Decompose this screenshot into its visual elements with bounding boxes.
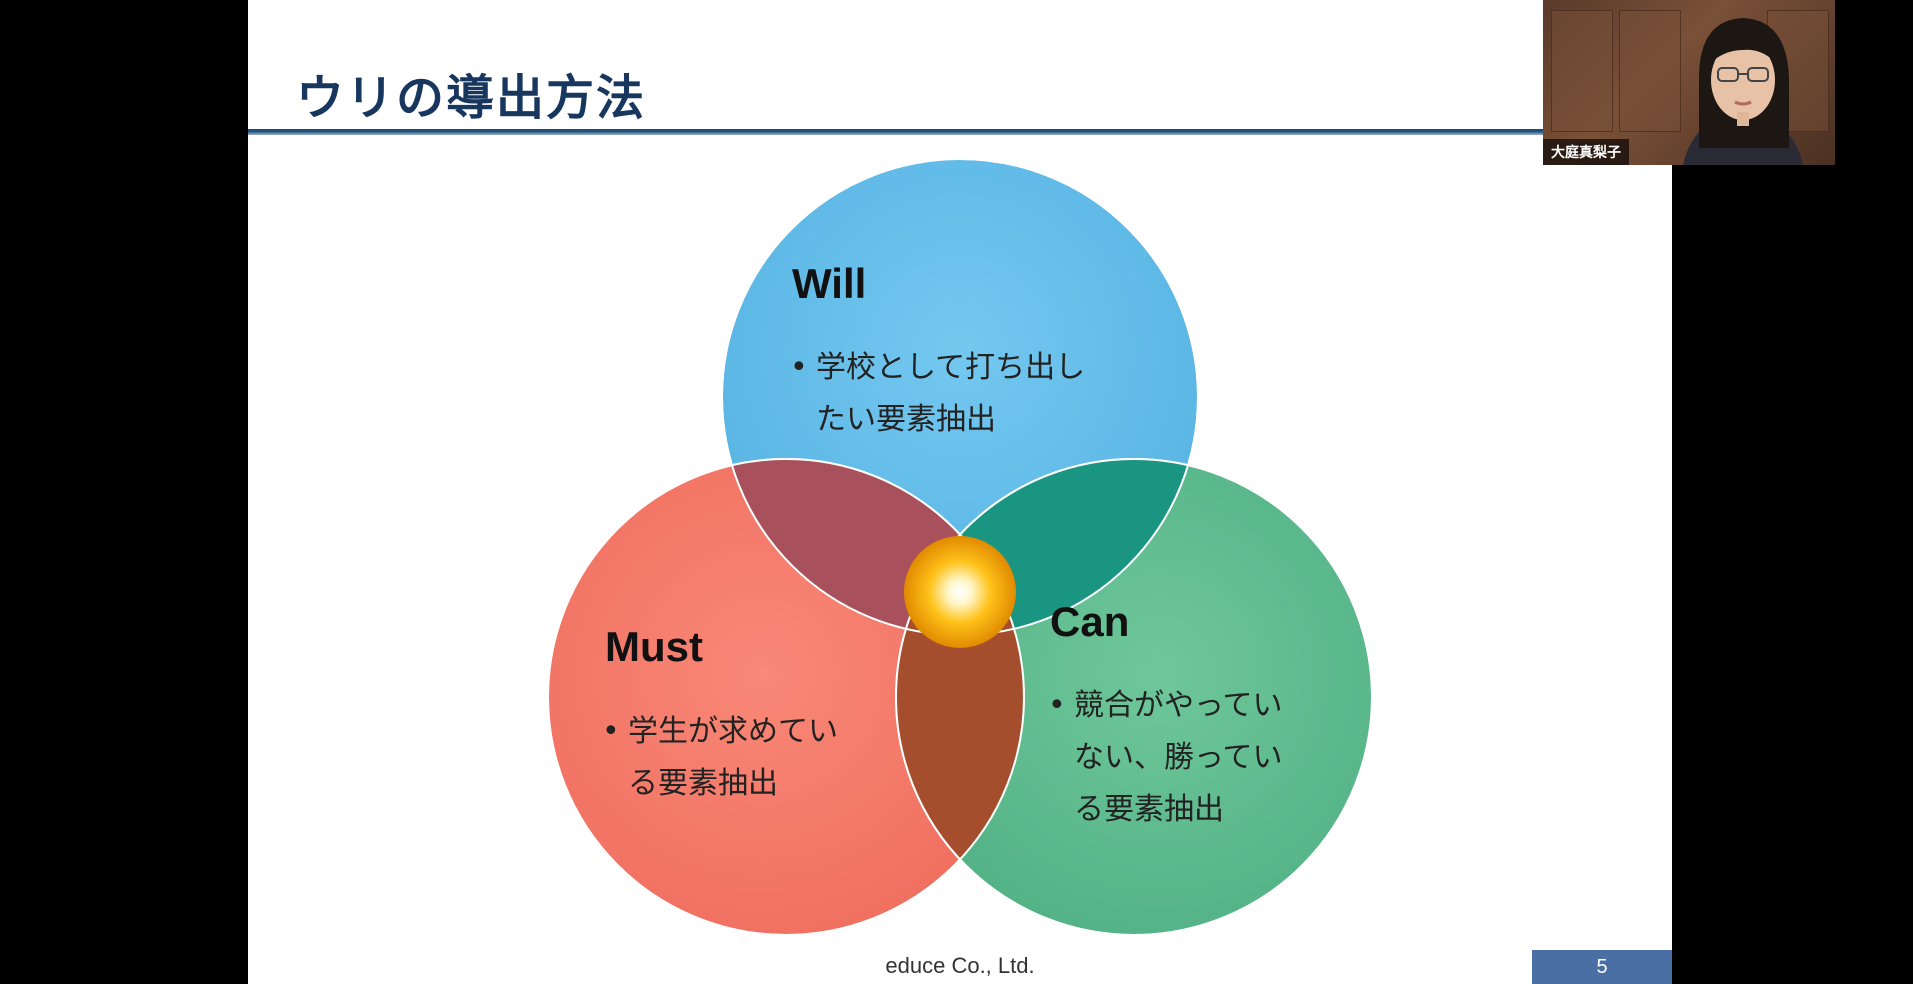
slide-footer: educe Co., Ltd.: [885, 953, 1035, 978]
center-sweet-spot: [904, 536, 1016, 648]
presentation-slide: ウリの導出方法: [248, 0, 1672, 984]
must-bullet-line2: る要素抽出: [628, 766, 778, 801]
can-heading: Can: [1050, 598, 1130, 645]
will-must-overlap: [722, 459, 1024, 635]
will-can-overlap: [896, 459, 1198, 635]
will-bullet-line1: 学校として打ち出し: [816, 350, 1086, 385]
must-bullet: •学生が求めてい る要素抽出: [602, 706, 838, 810]
venn-diagram: [547, 158, 1373, 936]
title-underline: [248, 129, 1672, 135]
must-heading: Must: [605, 623, 703, 670]
can-bullet: •競合がやってい ない、勝ってい る要素抽出: [1048, 680, 1283, 836]
slide-page-number: 5: [1532, 950, 1672, 984]
slide-title: ウリの導出方法: [296, 70, 647, 126]
will-bullet-dot: •: [790, 350, 808, 385]
must-bullet-dot: •: [602, 714, 620, 749]
participant-avatar: [1683, 18, 1803, 165]
will-bullet-line2: たい要素抽出: [816, 402, 996, 437]
must-bullet-line1: 学生が求めてい: [628, 714, 838, 749]
will-heading: Will: [792, 260, 867, 307]
can-bullet-dot: •: [1048, 688, 1066, 723]
can-bullet-line1: 競合がやってい: [1074, 688, 1283, 723]
can-bullet-line2: ない、勝ってい: [1074, 740, 1283, 775]
participant-name-label: 大庭真梨子: [1543, 139, 1629, 165]
will-bullet: •学校として打ち出し たい要素抽出: [790, 342, 1085, 446]
participant-video-tile[interactable]: 大庭真梨子: [1543, 0, 1835, 165]
can-bullet-line3: る要素抽出: [1074, 792, 1224, 827]
